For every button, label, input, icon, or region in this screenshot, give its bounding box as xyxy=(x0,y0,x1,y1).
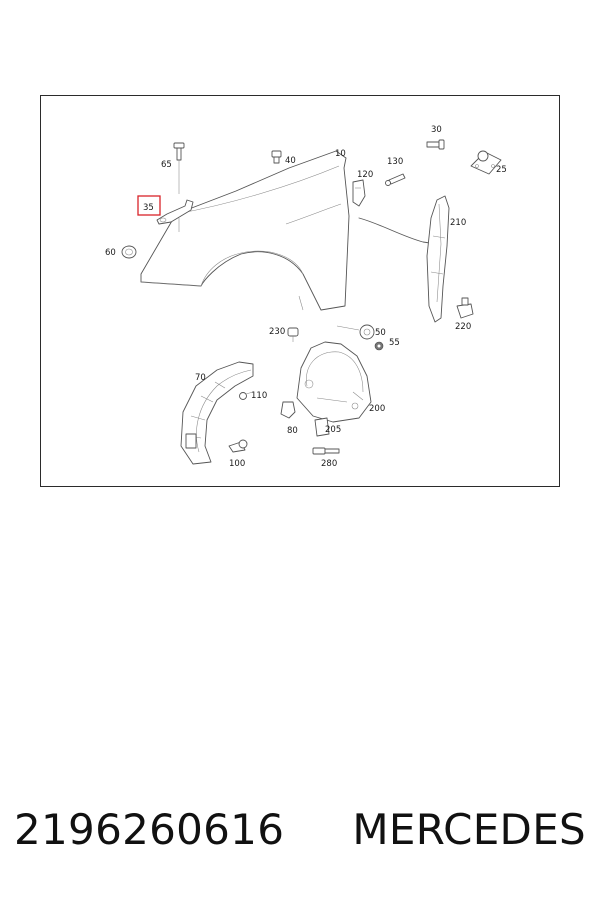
label-230: 230 xyxy=(269,327,285,337)
label-25: 25 xyxy=(496,165,507,175)
screw-40 xyxy=(271,150,282,164)
bolt-100 xyxy=(228,439,248,453)
label-60: 60 xyxy=(105,248,116,258)
highlight-box xyxy=(137,195,161,216)
nut-230 xyxy=(287,327,299,342)
brand-name: MERCEDES xyxy=(352,805,586,854)
bracket-35 xyxy=(156,199,194,225)
label-200: 200 xyxy=(369,404,385,414)
clip-220 xyxy=(456,297,474,319)
clip-205 xyxy=(314,417,330,437)
label-220: 220 xyxy=(455,322,471,332)
screw-280 xyxy=(312,447,340,455)
clip-80 xyxy=(280,401,296,419)
bracket-25 xyxy=(470,150,502,175)
label-100: 100 xyxy=(229,459,245,469)
clip-120 xyxy=(352,179,366,207)
label-110: 110 xyxy=(251,391,267,401)
parts-diagram: 10 25 30 35 40 50 55 60 65 70 80 100 110… xyxy=(40,95,560,487)
seal-210 xyxy=(426,195,450,323)
label-65: 65 xyxy=(161,160,172,170)
liner-200 xyxy=(296,341,372,423)
label-35: 35 xyxy=(143,203,154,213)
footer: 2196260616 MERCEDES xyxy=(0,795,600,865)
label-30: 30 xyxy=(431,125,442,135)
label-40: 40 xyxy=(285,156,296,166)
liner-70 xyxy=(180,361,254,465)
rivet-130 xyxy=(385,173,406,186)
label-80: 80 xyxy=(287,426,298,436)
label-120: 120 xyxy=(357,170,373,180)
label-280: 280 xyxy=(321,459,337,469)
clip-110 xyxy=(239,391,254,400)
screw-30 xyxy=(426,139,445,150)
label-210: 210 xyxy=(450,218,466,228)
washer-50 xyxy=(359,324,375,340)
exploded-view: 10 25 30 35 40 50 55 60 65 70 80 100 110… xyxy=(105,125,507,469)
label-205: 205 xyxy=(325,425,341,435)
part-number: 2196260616 xyxy=(14,805,285,854)
label-70: 70 xyxy=(195,373,206,383)
label-50: 50 xyxy=(375,328,386,338)
screw-55 xyxy=(374,341,384,351)
label-130: 130 xyxy=(387,157,403,167)
grommet-60 xyxy=(121,245,137,259)
label-10: 10 xyxy=(335,149,346,159)
bolt-65 xyxy=(173,142,185,232)
label-55: 55 xyxy=(389,338,400,348)
fender-part xyxy=(140,150,350,311)
